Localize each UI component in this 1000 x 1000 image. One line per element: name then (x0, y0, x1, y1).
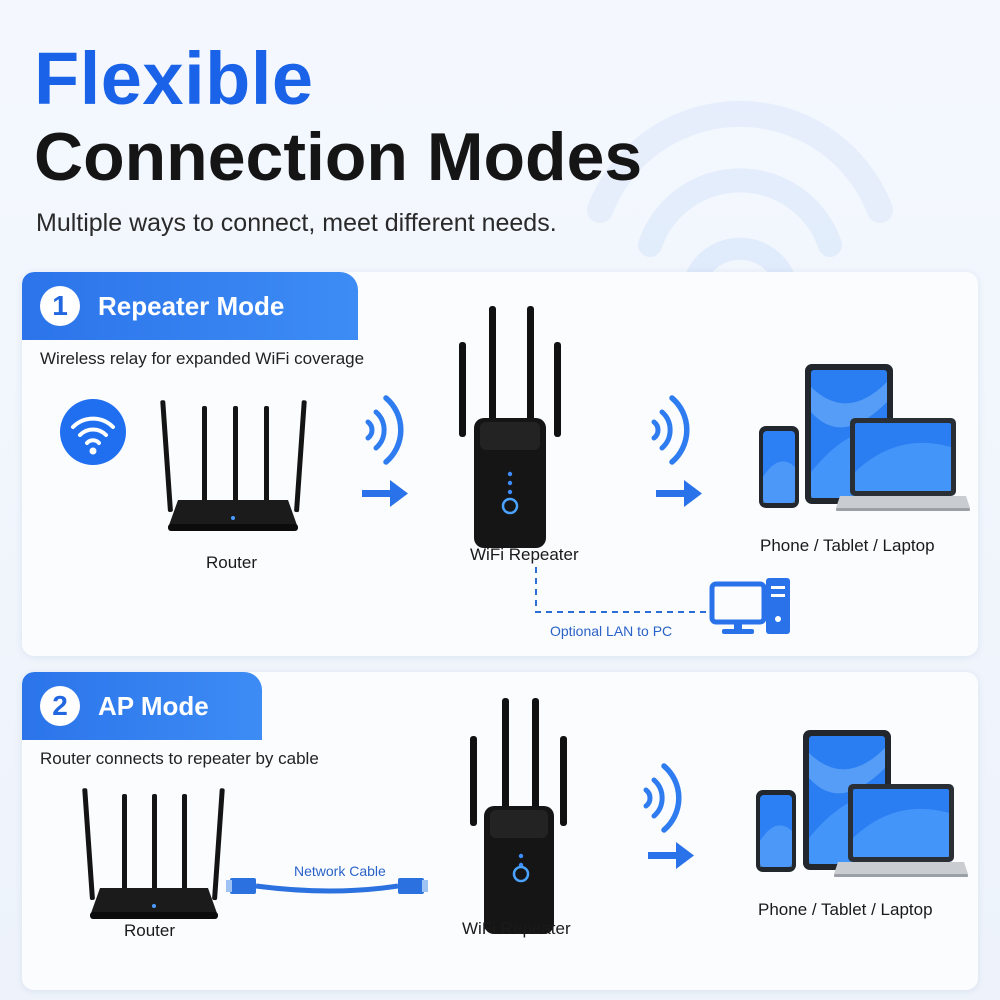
ap-mode-panel: 2 AP Mode Router connects to repeater by… (22, 672, 978, 990)
repeater-mode-diagram (60, 306, 970, 634)
router-label: Router (206, 553, 258, 572)
mode-number-badge: 2 (40, 686, 80, 726)
desktop-pc-icon (709, 578, 790, 634)
arrow-right-icon (656, 480, 702, 507)
page-title-line2: Connection Modes (34, 119, 643, 195)
background-wifi-icon (587, 100, 893, 291)
mode-title: Repeater Mode (98, 291, 285, 321)
repeater-label: WiFi Repeater (462, 919, 571, 938)
mode-description: Wireless relay for expanded WiFi coverag… (40, 349, 365, 368)
router-icon (160, 400, 307, 531)
repeater-mode-panel: 1 Repeater Mode Wireless relay for expan… (22, 272, 978, 656)
mode-description: Router connects to repeater by cable (40, 749, 319, 768)
lan-connection-line (535, 567, 712, 613)
arrow-right-icon (362, 480, 408, 507)
arrow-right-icon (648, 842, 694, 869)
lan-label: Optional LAN to PC (550, 623, 673, 639)
phone-icon (759, 426, 799, 508)
signal-waves-icon (365, 395, 404, 465)
page-subtitle: Multiple ways to connect, meet different… (36, 209, 557, 237)
laptop-icon (834, 784, 968, 877)
ap-mode-diagram (82, 698, 968, 934)
router-icon (82, 788, 225, 919)
mode-title: AP Mode (98, 691, 209, 721)
laptop-icon (836, 418, 970, 511)
repeater-icon (459, 306, 561, 548)
signal-waves-icon (651, 395, 690, 465)
wifi-icon (60, 399, 126, 465)
repeater-icon (470, 698, 567, 934)
phone-icon (756, 790, 796, 872)
mode-number-badge: 1 (40, 286, 80, 326)
network-cable-icon (226, 878, 428, 894)
mode-tab-ap: 2 AP Mode (22, 672, 262, 740)
network-cable-label: Network Cable (294, 863, 386, 879)
devices-label: Phone / Tablet / Laptop (760, 536, 935, 555)
signal-waves-icon (643, 763, 682, 833)
mode-tab-repeater: 1 Repeater Mode (22, 272, 358, 340)
page-title-line1: Flexible (34, 37, 314, 120)
devices-label: Phone / Tablet / Laptop (758, 900, 933, 919)
repeater-label: WiFi Repeater (470, 545, 579, 564)
router-label: Router (124, 921, 176, 940)
